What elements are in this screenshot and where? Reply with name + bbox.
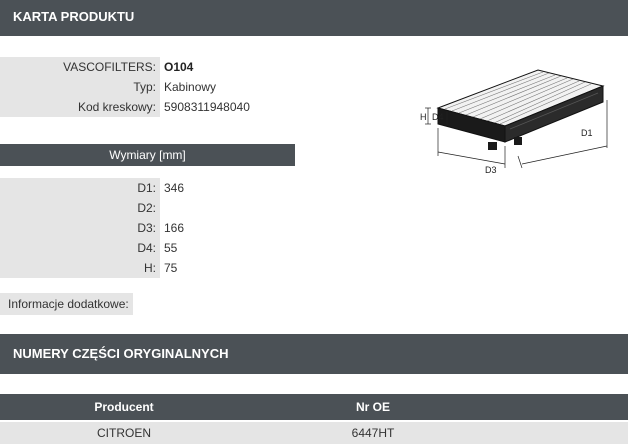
diagram-label-d1: D1 xyxy=(581,128,593,138)
barcode-label: Kod kreskowy: xyxy=(0,97,160,117)
product-row-type: Typ: Kabinowy xyxy=(0,77,250,97)
dimensions-header: Wymiary [mm] xyxy=(0,144,295,166)
brand-value: O104 xyxy=(164,60,194,74)
dimensions-title: Wymiary [mm] xyxy=(109,148,186,162)
d2-label: D2: xyxy=(0,198,160,218)
product-row-barcode: Kod kreskowy: 5908311948040 xyxy=(0,97,250,117)
type-label: Typ: xyxy=(0,77,160,97)
h-value: 75 xyxy=(164,261,178,275)
dimension-row-d3: D3: 166 xyxy=(0,218,184,238)
dimensions-table: D1: 346 D2: D3: 166 D4: 55 H: 75 xyxy=(0,178,184,278)
barcode-value: 5908311948040 xyxy=(164,100,250,114)
oe-col-producer: Producent xyxy=(94,400,154,414)
dimension-lines xyxy=(425,100,608,169)
d3-value: 166 xyxy=(164,221,185,235)
diagram-label-h: H xyxy=(420,112,427,122)
d2-value xyxy=(160,198,184,218)
product-card-header: KARTA PRODUKTU xyxy=(0,0,628,36)
d3-label: D3: xyxy=(0,218,160,238)
d1-value: 346 xyxy=(164,181,185,195)
d4-value: 55 xyxy=(164,241,178,255)
extra-info-label: Informacje dodatkowe: xyxy=(0,293,133,315)
dimension-row-d1: D1: 346 xyxy=(0,178,184,198)
diagram-label-d4: D4 xyxy=(432,112,444,122)
product-card-title: KARTA PRODUKTU xyxy=(13,9,135,24)
brand-label: VASCOFILTERS: xyxy=(0,57,160,77)
d1-label: D1: xyxy=(0,178,160,198)
table-row: CITROEN 6447HT xyxy=(0,422,628,444)
oe-numbers-header: NUMERY CZĘŚCI ORYGINALNYCH xyxy=(0,334,628,374)
oe-producer-cell: CITROEN xyxy=(97,426,151,440)
oe-numbers-title: NUMERY CZĘŚCI ORYGINALNYCH xyxy=(13,346,229,361)
oe-table-header: Producent Nr OE xyxy=(0,394,628,420)
product-info-table: VASCOFILTERS: O104 Typ: Kabinowy Kod kre… xyxy=(0,57,250,117)
oe-col-number: Nr OE xyxy=(355,400,390,414)
d4-label: D4: xyxy=(0,238,160,258)
h-label: H: xyxy=(0,258,160,278)
filter-diagram: H D4 D1 D3 xyxy=(420,69,608,175)
diagram-label-d3: D3 xyxy=(485,165,497,175)
type-value: Kabinowy xyxy=(164,80,217,94)
dimension-row-h: H: 75 xyxy=(0,258,184,278)
oe-number-cell: 6447HT xyxy=(351,426,395,440)
filter-body xyxy=(436,69,605,150)
dimension-row-d4: D4: 55 xyxy=(0,238,184,258)
dimension-row-d2: D2: xyxy=(0,198,184,218)
product-row-brand: VASCOFILTERS: O104 xyxy=(0,57,250,77)
